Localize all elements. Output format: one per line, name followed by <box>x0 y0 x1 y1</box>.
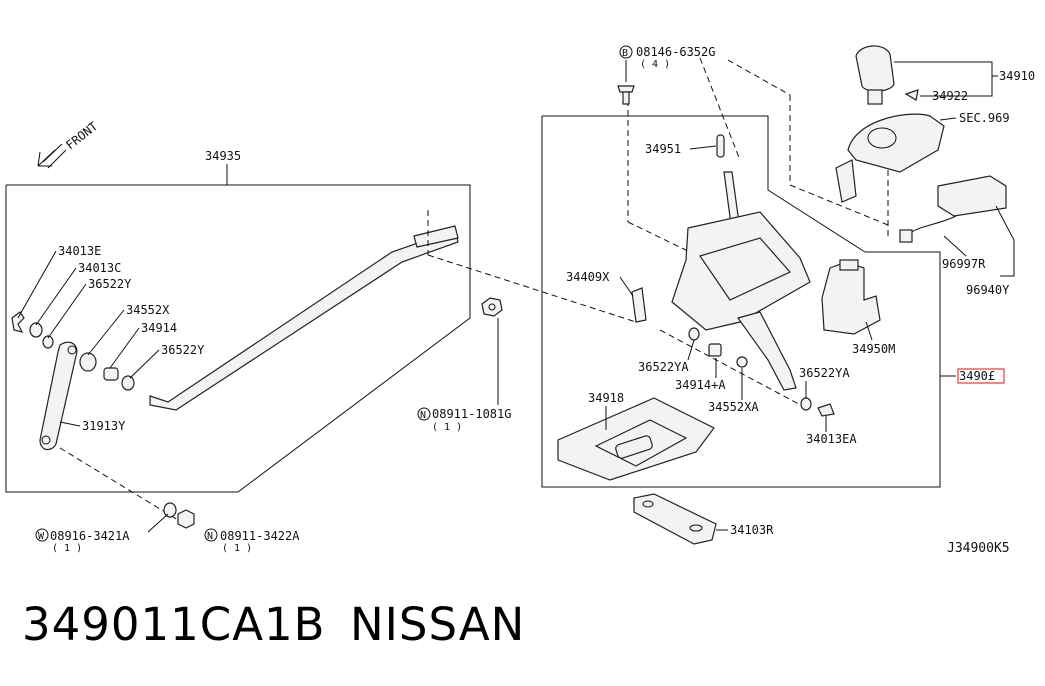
label-34914A: 34914+A <box>675 378 726 392</box>
part-number-title: 349011CA1B <box>22 598 326 651</box>
label-34918: 34918 <box>588 391 624 405</box>
label-96940Y: 96940Y <box>966 283 1010 297</box>
label-34914: 34914 <box>141 321 177 335</box>
label-36522YA-left: 36522YA <box>638 360 689 374</box>
cable-assembly-box: 34935 <box>5 149 471 493</box>
console-finisher <box>835 113 945 203</box>
label-34409X: 34409X <box>566 270 610 284</box>
bolt-08146-6352G: B 08146-6352G ( 4 ) <box>617 45 715 105</box>
front-label: FRONT <box>63 119 100 152</box>
label-34922: 34922 <box>932 89 968 103</box>
label-sec969: SEC.969 <box>959 111 1010 125</box>
shifter-assembly-box: 3490£ <box>541 115 1005 488</box>
qty-08146-6352G: ( 4 ) <box>640 59 670 70</box>
label-08146-6352G: 08146-6352G <box>636 45 715 59</box>
label-36522Y: 36522Y <box>161 343 205 357</box>
circle-N-1: N <box>420 410 426 421</box>
label-34935: 34935 <box>205 149 241 163</box>
qty-08916-3421A: ( 1 ) <box>52 543 82 554</box>
brand-title: NISSAN <box>350 598 526 651</box>
label-36522YA-right: 36522YA <box>799 366 850 380</box>
qty-08911-1081G: ( 1 ) <box>432 422 462 433</box>
bottom-fasteners: W 08916-3421A ( 1 ) N 08911-3422A ( 1 ) <box>35 502 300 554</box>
label-08911-3422A: 08911-3422A <box>220 529 300 543</box>
bracket-34103R: 34103R <box>633 493 774 545</box>
dashed-leaders <box>59 57 889 521</box>
circle-W: W <box>38 531 45 542</box>
circle-B: B <box>622 48 628 59</box>
label-08916-3421A: 08916-3421A <box>50 529 130 543</box>
label-34910: 34910 <box>999 69 1035 83</box>
label-34901: 3490£ <box>959 369 995 383</box>
label-34013EA: 34013EA <box>806 432 857 446</box>
lever-31913Y <box>39 341 78 451</box>
label-36522Y-top: 36522Y <box>88 277 132 291</box>
qty-08911-3422A: ( 1 ) <box>222 543 252 554</box>
label-34552X: 34552X <box>126 303 170 317</box>
label-34013E: 34013E <box>58 244 101 258</box>
circle-N-2: N <box>207 531 213 542</box>
label-34552XA: 34552XA <box>708 400 759 414</box>
right-labels: 34951 34409X 36522YA 34914+A 34552XA 365… <box>566 61 1035 446</box>
label-31913Y: 31913Y <box>82 419 126 433</box>
highlight-box-34901 <box>957 368 1005 384</box>
label-34103R: 34103R <box>730 523 774 537</box>
small-hardware-left <box>11 311 135 391</box>
bezel-34918: 34918 <box>557 391 715 481</box>
left-labels: 34013E 34013C 36522Y 34552X 34914 36522Y… <box>17 244 205 433</box>
diagram-reference-code: J34900K5 <box>947 541 1010 556</box>
shifter-mechanism <box>631 134 835 417</box>
label-34950M: 34950M <box>852 342 895 356</box>
front-arrow-icon: FRONT <box>37 119 100 169</box>
label-34013C: 34013C <box>78 261 121 275</box>
label-96997R: 96997R <box>942 257 986 271</box>
control-cable <box>149 225 459 411</box>
label-34951: 34951 <box>645 142 681 156</box>
label-08911-1081G: 08911-1081G <box>432 407 511 421</box>
module-34950M <box>821 259 881 335</box>
switch-96940Y <box>899 175 1007 243</box>
nut-08911-1081G: N 08911-1081G ( 1 ) <box>417 297 511 433</box>
shift-knob-34910 <box>855 45 919 105</box>
